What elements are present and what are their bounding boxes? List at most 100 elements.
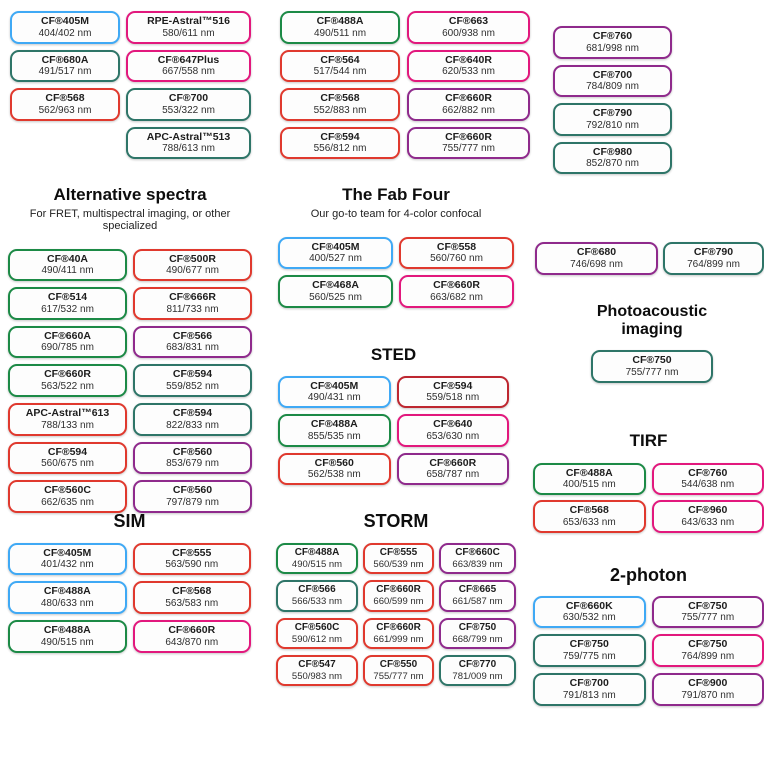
dye-name: CF®750 bbox=[569, 638, 609, 651]
dye-ex-em: 791/813 nm bbox=[562, 689, 616, 701]
dye-name: CF®566 bbox=[172, 329, 213, 342]
dye-ex-em: 660/599 nm bbox=[373, 596, 424, 608]
dye-name: CF®900 bbox=[688, 676, 728, 689]
dye-name: CF®488A bbox=[565, 466, 613, 479]
dye-name: CF®660R bbox=[433, 279, 480, 292]
dye-name: CF®960 bbox=[688, 504, 728, 517]
dye-ex-em: 562/963 nm bbox=[38, 104, 92, 116]
dye-ex-em: 490/511 nm bbox=[313, 27, 367, 39]
dye-ex-em: 580/611 nm bbox=[162, 27, 215, 39]
dye-name: CF®560 bbox=[172, 445, 213, 458]
dye-ex-em: 643/633 nm bbox=[681, 516, 735, 528]
dye-ex-em: 563/522 nm bbox=[41, 381, 94, 393]
dye-name: CF®980 bbox=[592, 145, 633, 158]
dye-ex-em: 855/535 nm bbox=[307, 430, 361, 442]
dye-ex-em: 559/518 nm bbox=[426, 392, 480, 404]
dye-ex-em: 797/879 nm bbox=[166, 496, 219, 508]
dye-ex-em: 791/870 nm bbox=[681, 689, 735, 701]
dye-ex-em: 600/938 nm bbox=[442, 27, 495, 39]
dye-name: CF®568 bbox=[569, 504, 609, 517]
dye-ex-em: 563/583 nm bbox=[165, 597, 219, 609]
dye-name: CF®660R bbox=[44, 368, 91, 381]
dye-ex-em: 683/831 nm bbox=[166, 342, 219, 354]
section-title: SIM bbox=[113, 511, 146, 531]
dye-ex-em: 590/612 nm bbox=[291, 633, 343, 645]
dye-ex-em: 490/411 nm bbox=[41, 265, 94, 277]
dye-name: CF®665 bbox=[458, 584, 497, 596]
dye-name: CF®660R bbox=[445, 130, 492, 143]
dye-name: CF®488A bbox=[310, 418, 358, 431]
dye-name: CF®700 bbox=[569, 676, 609, 689]
dye-name: CF®568 bbox=[45, 92, 85, 105]
dye-ex-em: 663/682 nm bbox=[430, 291, 483, 303]
dye-ex-em: 562/538 nm bbox=[307, 469, 361, 481]
dye-ex-em: 853/679 nm bbox=[166, 458, 219, 470]
dye-ex-em: 852/870 nm bbox=[586, 158, 639, 170]
dye-name: CF®680 bbox=[576, 246, 617, 258]
dye-ex-em: 560/675 nm bbox=[41, 458, 94, 470]
section-title: The Fab Four bbox=[342, 185, 450, 204]
dye-name: CF®760 bbox=[688, 466, 728, 479]
section-fab-four: The Fab Four Our go-to team for 4-color … bbox=[278, 185, 514, 308]
dye-name: CF®660R bbox=[429, 456, 477, 469]
section-title: STED bbox=[370, 345, 417, 364]
dye-name: CF®663 bbox=[448, 15, 489, 27]
dye-name: APC-Astral™513 bbox=[146, 130, 231, 143]
dye-name: CF®770 bbox=[458, 658, 497, 670]
dye-name: CF®568 bbox=[320, 92, 360, 105]
dye-ex-em: 658/787 nm bbox=[426, 469, 480, 481]
dye-ex-em: 490/515 nm bbox=[40, 636, 94, 648]
dye-name: CF®660R bbox=[445, 92, 492, 105]
dye-ex-em: 552/883 nm bbox=[313, 104, 367, 116]
dye-name: CF®550 bbox=[379, 658, 418, 670]
dye-name: CF®547 bbox=[298, 658, 336, 670]
dye-name: CF®594 bbox=[47, 445, 88, 458]
section-subtitle: Our go-to team for 4-color confocal bbox=[310, 207, 482, 220]
dye-name: CF®558 bbox=[436, 240, 477, 253]
dye-ex-em: 755/777 nm bbox=[373, 670, 424, 682]
